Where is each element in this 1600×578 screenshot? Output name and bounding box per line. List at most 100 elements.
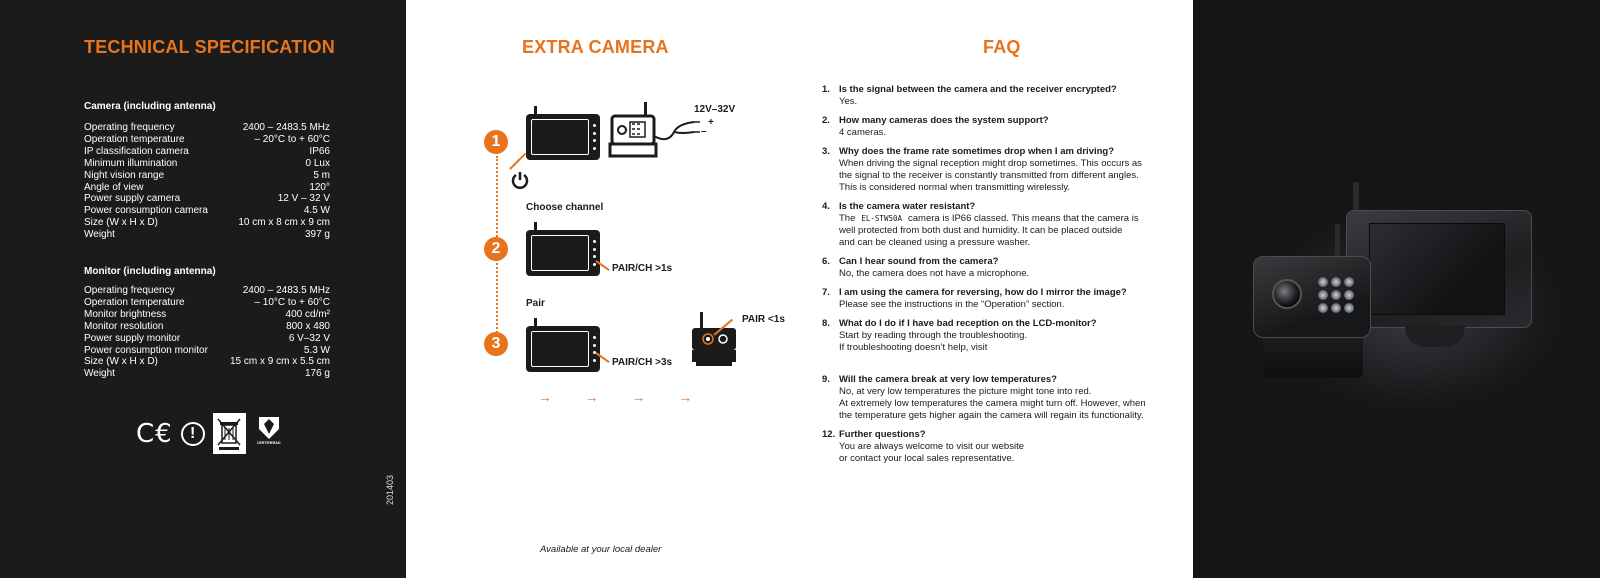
- faq-item: 12. Further questions? You are always we…: [822, 429, 1170, 465]
- faq-answer: 4 cameras.: [839, 127, 886, 138]
- spec-label: Monitor brightness: [84, 308, 167, 320]
- ir-led-grid: [1318, 277, 1354, 313]
- faq-item: 6. Can I hear sound from the camera? No,…: [822, 256, 1170, 280]
- monitor-step-1: [526, 114, 600, 160]
- camera-spec-heading: Camera (including antenna): [84, 101, 216, 112]
- faq-item: 9. Will the camera break at very low tem…: [822, 374, 1170, 422]
- faq-question: Is the camera water resistant?: [839, 201, 976, 212]
- faq-answer: or contact your local sales representati…: [839, 453, 1015, 464]
- spec-label: Power supply camera: [84, 193, 181, 205]
- faq-answer: You are always welcome to visit our webs…: [839, 441, 1024, 452]
- spec-value: 120°: [309, 181, 330, 193]
- spec-label: Operation temperature: [84, 296, 185, 308]
- spec-label: Power consumption camera: [84, 205, 208, 217]
- spec-row: Weight 176 g: [84, 368, 330, 380]
- faq-question: I am using the camera for reversing, how…: [839, 287, 1127, 298]
- faq-question: Will the camera break at very low temper…: [839, 374, 1057, 385]
- faq-number: 9.: [822, 374, 830, 385]
- spec-label: Minimum illumination: [84, 157, 178, 169]
- model-code: EL-STW50A: [861, 214, 903, 223]
- faq-number: 4.: [822, 201, 830, 212]
- spec-value: 4.5 W: [303, 205, 330, 217]
- spec-label: Angle of view: [84, 181, 144, 193]
- monitor-spec-heading: Monitor (including antenna): [84, 266, 216, 277]
- spec-value: 5.3 W: [303, 344, 330, 356]
- spec-row: Size (W x H x D)10 cm x 8 cm x 9 cm: [84, 217, 330, 229]
- spec-label: Size (W x H x D): [84, 217, 158, 229]
- arrow-right-icon: →: [678, 389, 693, 405]
- spec-value: 15 cm x 9 cm x 5.5 cm: [229, 356, 330, 368]
- product-photo-panel: [1193, 0, 1600, 578]
- spec-label: IP classification camera: [84, 145, 189, 157]
- faq-answer: No, the camera does not have a microphon…: [839, 268, 1030, 279]
- step-2-badge: 2: [484, 237, 508, 261]
- faq-answer: and can be cleaned using a pressure wash…: [839, 237, 1031, 248]
- spec-value: 5 m: [313, 169, 330, 181]
- product-camera-image: [1253, 256, 1371, 338]
- camera-unit-icon: [608, 102, 700, 158]
- faq-answer: the signal to the receiver is constantly…: [839, 170, 1139, 181]
- faq-number: 1.: [822, 84, 830, 95]
- spec-label: Weight: [84, 368, 115, 380]
- spec-row: Night vision range 5 m: [84, 170, 330, 182]
- faq-title: FAQ: [983, 37, 1021, 57]
- faq-item: 3. Why does the frame rate sometimes dro…: [822, 146, 1170, 194]
- channel-sequence: CH 1→ CH 2→ CH 3→ CH 4→: [512, 389, 696, 405]
- document-code: 201403: [385, 474, 395, 505]
- monitor-antenna: [1353, 182, 1359, 216]
- spec-row: Size (W x H x D) 15 cm x 9 cm x 5.5 cm: [84, 356, 330, 368]
- spec-label: Monitor resolution: [84, 320, 164, 332]
- spec-label: Size (W x H x D): [84, 356, 158, 368]
- step-3-badge: 3: [484, 332, 508, 356]
- faq-number: 7.: [822, 287, 830, 298]
- faq-number: 2.: [822, 115, 830, 126]
- monitor-antenna: [534, 106, 537, 116]
- certified-badge-icon: CERTIFIERAD: [254, 415, 284, 453]
- pair-label: Pair: [526, 298, 545, 309]
- spec-label: Night vision range: [84, 169, 165, 181]
- faq-number: 6.: [822, 256, 830, 267]
- channel-label: CH 3: [605, 391, 629, 403]
- certified-label: CERTIFIERAD: [256, 440, 281, 445]
- camera-antenna: [1335, 224, 1340, 260]
- spec-value: IP66: [309, 145, 330, 157]
- extra-camera-title: EXTRA CAMERA: [522, 37, 669, 57]
- camera-bracket: [1263, 330, 1363, 378]
- faq-question: Further questions?: [839, 429, 926, 440]
- spec-label: Power supply monitor: [84, 332, 181, 344]
- spec-value: 400 cd/m²: [285, 308, 330, 320]
- pair-cam-label: PAIR <1s: [742, 314, 785, 325]
- spec-value: 176 g: [304, 368, 330, 380]
- monitor-antenna: [534, 222, 537, 232]
- weee-bin-icon: [212, 413, 246, 454]
- monitor-stand: [1405, 325, 1465, 347]
- spec-row: Operation temperature – 10°C to + 60°C: [84, 297, 330, 309]
- product-monitor-image: [1346, 210, 1532, 328]
- monitor-step-3: [526, 326, 600, 372]
- monitor-antenna: [534, 318, 537, 328]
- spec-row: Power consumption camera 4.5 W: [84, 205, 330, 217]
- monitor-step-2: [526, 230, 600, 276]
- spec-label: Operation temperature: [84, 133, 185, 145]
- faq-question: Can I hear sound from the camera?: [839, 256, 999, 267]
- dealer-note: Available at your local dealer: [540, 544, 662, 555]
- spec-value: – 10°C to + 60°C: [254, 296, 330, 308]
- faq-number: 8.: [822, 318, 830, 329]
- arrow-right-icon: →: [537, 389, 552, 405]
- faq-answer: This is considered normal when transmitt…: [839, 182, 1071, 193]
- spec-row: Monitor brightness 400 cd/m²: [84, 309, 330, 321]
- warning-icon: !: [180, 421, 205, 446]
- faq-item: 7. I am using the camera for reversing, …: [822, 287, 1170, 311]
- faq-question: What do I do if I have bad reception on …: [839, 318, 1097, 329]
- ce-mark-icon: C€: [136, 418, 173, 449]
